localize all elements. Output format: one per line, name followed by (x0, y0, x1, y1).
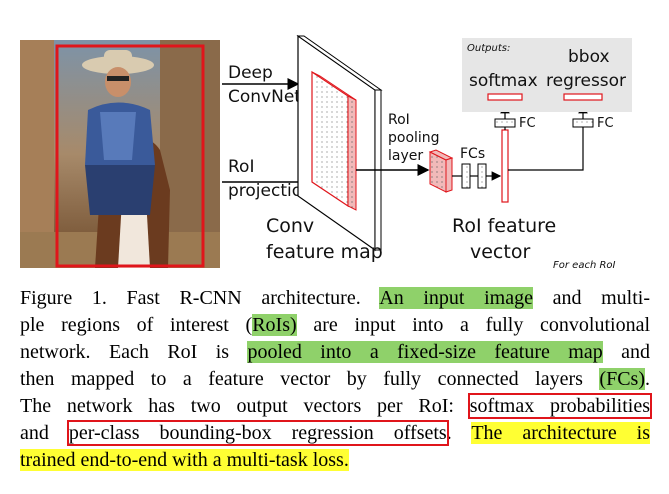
label-roi-feature: RoI feature (452, 215, 556, 237)
boxed-bbox-regression: per-class bounding-box regression offset… (66, 420, 449, 446)
highlight-input-image: An input image (379, 287, 533, 309)
caption-line-2: ple regions of interest (RoIs) are input… (20, 314, 651, 336)
label-roi-pooling-3: layer (388, 148, 423, 164)
pooled-feature-map (428, 149, 454, 193)
label-fc-right: FC (597, 116, 614, 131)
label-conv: Conv (266, 215, 314, 237)
caption-line-6: and per-class bounding-box regression of… (20, 420, 651, 446)
label-fcs: FCs (460, 146, 485, 162)
input-image (20, 40, 220, 268)
highlight-architecture: The architecture is (471, 422, 651, 444)
label-deep: Deep (228, 63, 273, 83)
label-for-each-roi: For each RoI (553, 260, 616, 271)
fast-rcnn-diagram: Deep ConvNet RoI projection Conv feature… (20, 34, 632, 271)
label-bbox: bbox (568, 47, 610, 67)
branch-to-bbox (508, 127, 584, 171)
figure-caption: Figure 1. Fast R-CNN architecture. An in… (20, 285, 653, 474)
label-projection: projection (228, 181, 313, 201)
boxed-softmax-probabilities: softmax probabilities (467, 393, 653, 419)
label-feature-map: feature map (266, 241, 383, 263)
caption-line-3: network. Each RoI is pooled into a fixed… (20, 341, 650, 363)
label-roi-pooling-1: RoI (388, 112, 410, 128)
highlight-multitask-loss: trained end-to-end with a multi-task los… (20, 449, 349, 471)
highlight-rois: RoIs) (252, 314, 297, 336)
roi-feature-vector (501, 129, 509, 203)
fc-block-1 (461, 163, 471, 189)
fc-block-2 (477, 163, 487, 189)
caption-line-7: trained end-to-end with a multi-task los… (20, 447, 650, 474)
fc-softmax-block (494, 118, 516, 128)
conv-feature-map (296, 34, 383, 252)
fc-bbox-block (572, 118, 594, 128)
softmax-output-vector (487, 93, 523, 101)
label-outputs: Outputs: (467, 43, 510, 54)
roi-box (55, 44, 205, 268)
bbox-output-vector (563, 93, 603, 101)
caption-line-1: Figure 1. Fast R-CNN architecture. An in… (20, 287, 650, 309)
highlight-fcs: (FCs) (599, 368, 645, 390)
highlight-pooled: pooled into a fixed-size feature map (247, 341, 603, 363)
label-regressor: regressor (546, 71, 626, 91)
label-softmax: softmax (469, 71, 538, 91)
label-vector: vector (470, 241, 530, 263)
caption-line-4: then mapped to a feature vector by fully… (20, 368, 650, 390)
label-roi: RoI (228, 157, 254, 177)
diagram-svg: Deep ConvNet RoI projection Conv feature… (20, 34, 632, 271)
caption-line-5: The network has two output vectors per R… (20, 393, 653, 419)
label-fc-left: FC (519, 116, 536, 131)
label-roi-pooling-2: pooling (388, 130, 440, 146)
label-convnet: ConvNet (228, 87, 301, 107)
